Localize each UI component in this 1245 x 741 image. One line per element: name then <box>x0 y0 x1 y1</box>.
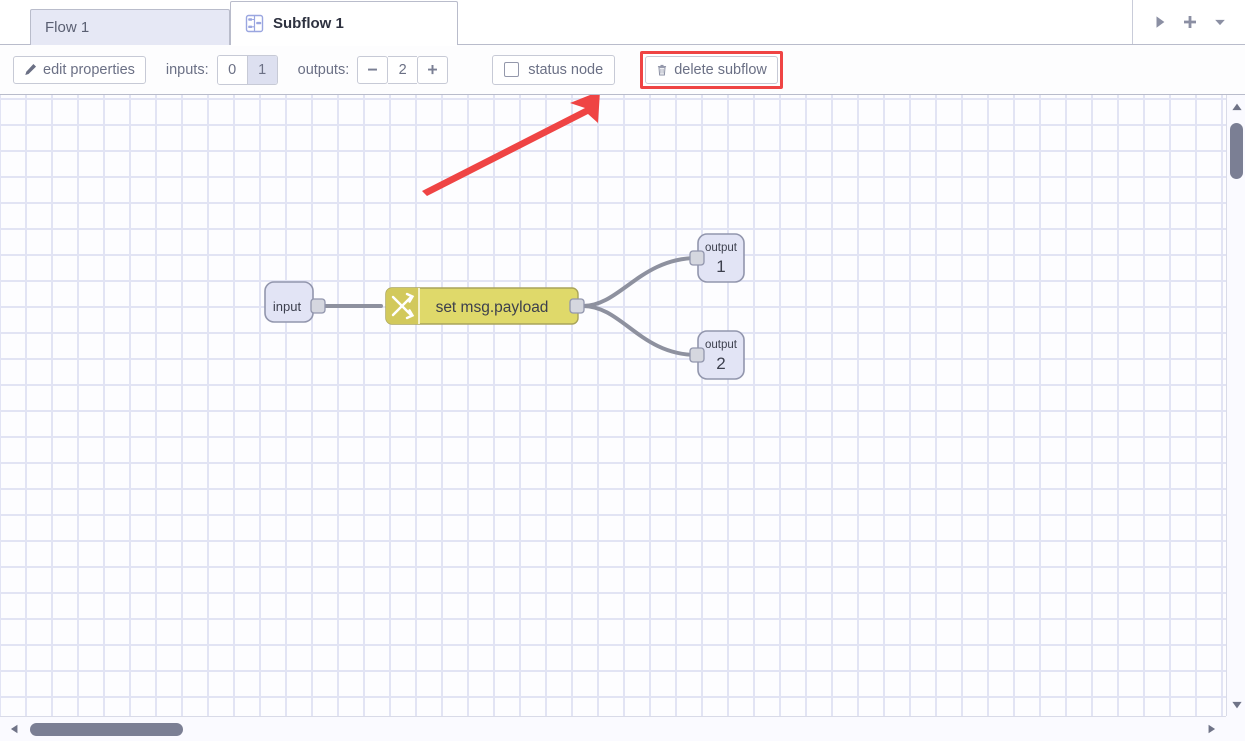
outputs-value: 2 <box>388 55 418 84</box>
tab-flow-1[interactable]: Flow 1 <box>30 9 230 45</box>
port-output-1-input[interactable] <box>689 250 705 266</box>
delete-subflow-button[interactable]: delete subflow <box>645 55 778 84</box>
node-subflow-output-2[interactable]: output 2 <box>689 330 745 380</box>
trash-icon <box>656 64 668 76</box>
node-output-1-label: output <box>705 242 738 254</box>
port-input-output[interactable] <box>310 298 326 314</box>
status-node-button[interactable]: status node <box>492 54 616 85</box>
wire-change-to-output2 <box>581 304 699 357</box>
edit-properties-label: edit properties <box>43 61 135 78</box>
run-icon[interactable] <box>1145 7 1175 37</box>
node-output-1-index: 1 <box>716 257 725 276</box>
caret-up-icon[interactable] <box>1229 99 1244 114</box>
annotation-arrow <box>422 95 600 196</box>
tab-subflow-1-label: Subflow 1 <box>273 15 344 32</box>
shuffle-icon <box>391 292 415 320</box>
subflow-toolbar: edit properties inputs: 0 1 outputs: 2 s… <box>0 45 1245 95</box>
wire-change-to-output1 <box>581 256 699 308</box>
outputs-decrement-button[interactable] <box>357 55 389 84</box>
outputs-increment-button[interactable] <box>417 55 449 84</box>
inputs-option-1[interactable]: 1 <box>247 55 277 84</box>
horizontal-scrollbar-thumb[interactable] <box>30 723 183 736</box>
delete-subflow-label: delete subflow <box>674 61 767 78</box>
tab-list: Flow 1 Subflow 1 <box>0 0 458 46</box>
node-change[interactable]: set msg.payload <box>385 287 585 325</box>
node-subflow-output-1[interactable]: output 1 <box>689 233 745 283</box>
wire-group <box>317 256 699 357</box>
scrollbar-corner <box>1226 716 1245 741</box>
tab-subflow-1[interactable]: Subflow 1 <box>230 1 458 46</box>
pencil-icon <box>24 63 37 76</box>
canvas-grid <box>0 95 1226 716</box>
tab-flow-1-label: Flow 1 <box>45 19 90 36</box>
port-change-output[interactable] <box>569 298 585 314</box>
delete-subflow-highlight: delete subflow <box>640 50 783 89</box>
add-tab-icon[interactable] <box>1175 7 1205 37</box>
tab-bar-actions <box>1132 0 1245 44</box>
port-output-2-input[interactable] <box>689 347 705 363</box>
tab-bar: Flow 1 Subflow 1 <box>0 0 1245 46</box>
outputs-stepper: 2 <box>357 55 449 84</box>
outputs-label: outputs: <box>297 61 350 78</box>
subflow-icon <box>245 14 264 33</box>
node-output-2-label: output <box>705 339 738 351</box>
horizontal-scrollbar[interactable] <box>0 716 1226 741</box>
vertical-scrollbar[interactable] <box>1226 95 1245 716</box>
vertical-scrollbar-thumb[interactable] <box>1230 123 1243 179</box>
status-node-checkbox[interactable] <box>504 62 520 77</box>
caret-left-icon[interactable] <box>6 721 22 737</box>
flow-canvas[interactable]: input set msg.payload ou <box>0 95 1226 716</box>
inputs-segmented-control: 0 1 <box>216 54 278 85</box>
edit-properties-button[interactable]: edit properties <box>13 55 146 84</box>
flow-graph: input set msg.payload ou <box>264 95 745 380</box>
node-output-2-index: 2 <box>716 354 725 373</box>
caret-right-icon[interactable] <box>1204 721 1220 737</box>
caret-down-icon[interactable] <box>1229 697 1244 712</box>
inputs-label: inputs: <box>165 61 209 78</box>
status-node-label: status node <box>528 61 604 78</box>
node-change-label: set msg.payload <box>436 299 549 316</box>
tab-menu-icon[interactable] <box>1205 7 1235 37</box>
node-input-label: input <box>273 299 302 314</box>
node-subflow-input[interactable]: input <box>264 281 326 323</box>
inputs-option-0[interactable]: 0 <box>217 55 248 84</box>
